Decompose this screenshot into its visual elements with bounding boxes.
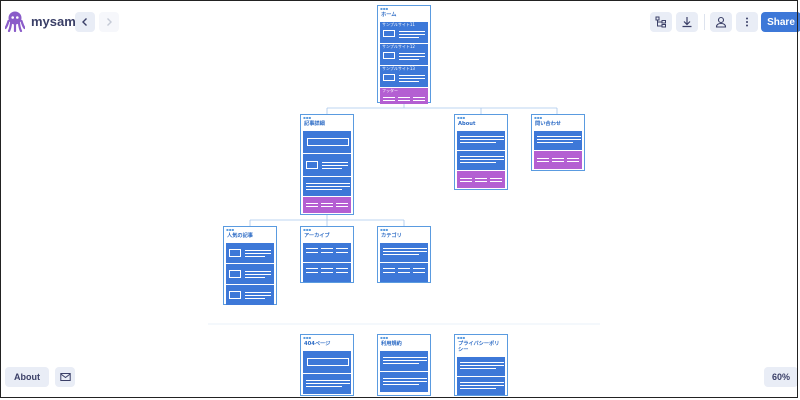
user-icon xyxy=(715,16,727,28)
section-block[interactable] xyxy=(303,154,351,176)
page-card-title: カテゴリ xyxy=(381,233,402,239)
share-button[interactable]: Share xyxy=(761,12,800,32)
section-block[interactable] xyxy=(380,351,428,371)
about-button[interactable]: About xyxy=(5,367,49,387)
section-block[interactable] xyxy=(457,131,505,150)
page-card-title: 記事詳細 xyxy=(304,121,325,127)
sitemap-icon xyxy=(655,16,666,28)
section-block[interactable] xyxy=(303,263,351,282)
download-button[interactable] xyxy=(676,12,698,32)
page-card-article[interactable]: ▪▪▪ 記事詳細 xyxy=(300,114,354,215)
more-button[interactable] xyxy=(736,12,758,32)
page-card-popular[interactable]: ▪▪▪ 人気の記事 xyxy=(223,226,277,305)
footer-block[interactable] xyxy=(303,197,351,213)
back-button[interactable] xyxy=(75,12,95,32)
page-card-title: About xyxy=(458,121,476,127)
page-card-about[interactable]: ▪▪▪ About xyxy=(454,114,508,190)
page-card-category[interactable]: ▪▪▪ カテゴリ xyxy=(377,226,431,283)
page-card-privacy[interactable]: ▪▪▪ プライバシーポリシー xyxy=(454,334,508,396)
page-card-title: プライバシーポリシー xyxy=(458,341,500,353)
back-icon xyxy=(82,18,87,26)
page-card-title: ホーム xyxy=(381,12,397,18)
section-block[interactable] xyxy=(380,263,428,282)
footer-block[interactable]: フッター xyxy=(380,88,428,104)
page-card-archive[interactable]: ▪▪▪ アーカイブ xyxy=(300,226,354,283)
section-block[interactable]: サンプルサイト13 xyxy=(380,66,428,87)
section-block[interactable] xyxy=(457,377,505,395)
forward-button[interactable] xyxy=(99,12,119,32)
section-block[interactable] xyxy=(534,131,582,150)
section-block[interactable] xyxy=(303,351,351,373)
mail-icon xyxy=(59,373,71,381)
section-block[interactable] xyxy=(457,357,505,376)
toolbar-divider xyxy=(704,14,705,30)
section-block[interactable] xyxy=(226,264,274,284)
section-block[interactable] xyxy=(303,374,351,394)
page-card-404[interactable]: ▪▪▪ 404ページ xyxy=(300,334,354,396)
section-block[interactable] xyxy=(380,243,428,262)
section-block[interactable] xyxy=(226,243,274,263)
download-icon xyxy=(682,17,692,28)
page-card-title: 人気の記事 xyxy=(227,233,253,239)
section-block[interactable]: サンプルサイト12 xyxy=(380,44,428,65)
section-block[interactable] xyxy=(226,285,274,305)
contact-mail-button[interactable] xyxy=(55,367,75,387)
account-button[interactable] xyxy=(710,12,732,32)
forward-icon xyxy=(107,18,112,26)
page-card-terms[interactable]: ▪▪▪ 利用規約 xyxy=(377,334,431,396)
page-card-title: アーカイブ xyxy=(304,233,330,239)
page-card-title: 利用規約 xyxy=(381,341,402,347)
section-block[interactable] xyxy=(303,131,351,153)
page-card-home[interactable]: ▪▪▪ ホーム サンプルサイト11 サンプルサイト12 サンプルサイト13 フッ… xyxy=(377,5,431,104)
section-block[interactable]: サンプルサイト11 xyxy=(380,22,428,43)
section-block[interactable] xyxy=(380,372,428,392)
octopus-logo-icon xyxy=(5,11,25,32)
footer-block[interactable] xyxy=(457,171,505,188)
page-card-contact[interactable]: ▪▪▪ 問い合わせ xyxy=(531,114,585,171)
section-block[interactable] xyxy=(457,151,505,170)
more-icon xyxy=(746,17,748,27)
section-block[interactable] xyxy=(303,177,351,196)
section-block[interactable] xyxy=(303,243,351,262)
footer-block[interactable] xyxy=(534,151,582,169)
page-card-title: 404ページ xyxy=(304,341,331,347)
sitemap-view-button[interactable] xyxy=(650,12,672,32)
page-card-title: 問い合わせ xyxy=(535,121,561,127)
zoom-level-button[interactable]: 60% xyxy=(764,367,798,387)
